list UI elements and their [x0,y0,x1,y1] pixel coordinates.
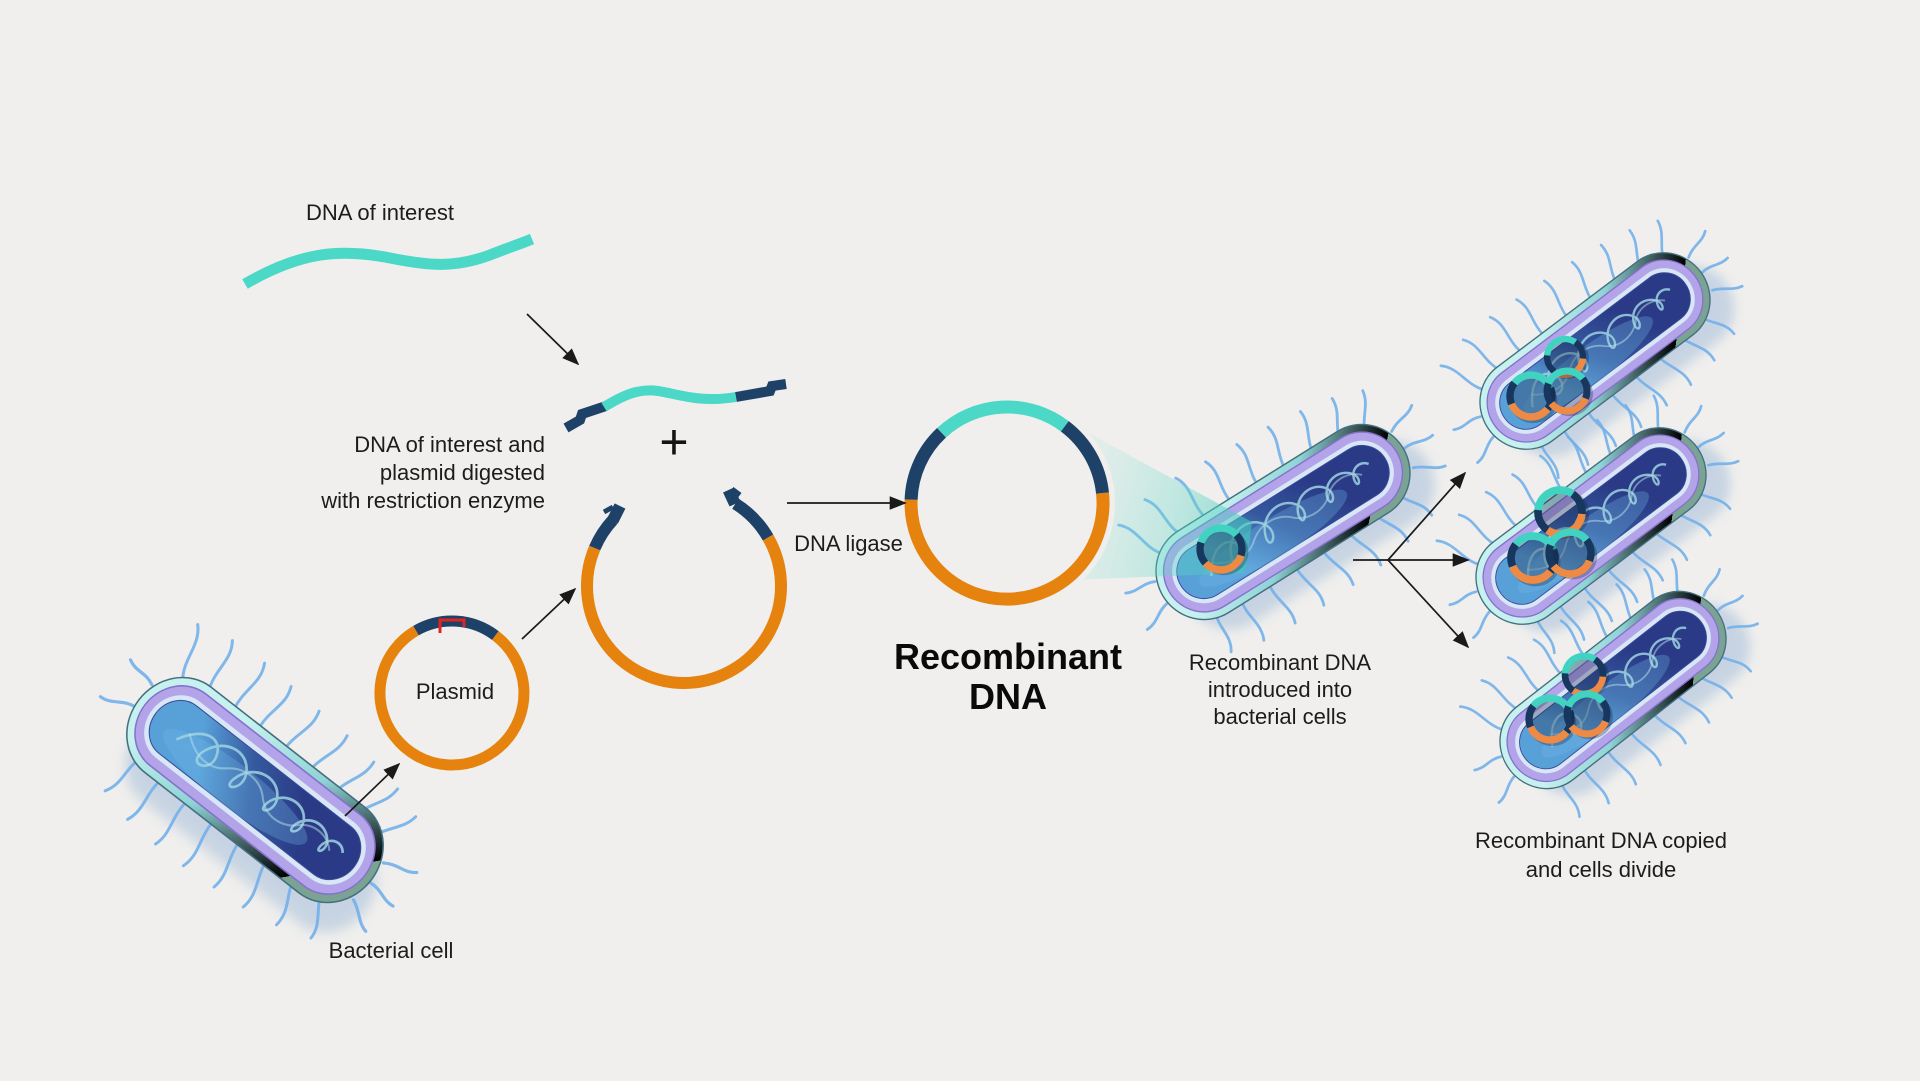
arrow-plasmid-to-cut [521,587,577,640]
dna-ligase-label: DNA ligase [794,531,903,556]
label-line: introduced into [1207,677,1353,702]
label-line: plasmid digested [379,460,545,485]
dna-of-interest-strand [242,233,535,289]
plasmid-label: Plasmid [415,679,495,704]
arrow-divide-up [1387,471,1467,561]
replication-label: Recombinant DNA copied and cells divide [1441,826,1761,884]
arrow-divide-down [1387,559,1470,649]
label-line: with restriction enzyme [321,488,545,513]
digestion-label: DNA of interest and plasmid digested wit… [295,431,545,515]
plus-sign: + [659,414,689,470]
digested-dna-fragment [563,379,787,433]
label-line: bacterial cells [1213,704,1347,729]
introduction-label: Recombinant DNA introduced into bacteria… [1152,649,1408,730]
label-line: and cells divide [1525,857,1677,882]
label-line: Recombinant [893,636,1123,677]
label-line: DNA of interest and [354,432,545,457]
bacterial-cell-label: Bacterial cell [328,938,454,963]
cut-plasmid-ring [581,487,787,689]
label-line: Recombinant DNA [1188,650,1372,675]
flow-arrows [344,313,1470,817]
recombinant-dna-ring [904,400,1110,606]
arrow-digest [526,313,580,366]
label-line: Recombinant DNA copied [1475,828,1727,853]
dna-of-interest-label: DNA of interest [306,200,454,225]
plasmid-ring [374,615,530,771]
arrow-cell-to-plasmid [344,762,401,817]
bacterial-cell-illustration [50,596,462,983]
recombinant-dna-title: Recombinant DNA [880,637,1136,717]
restriction-site-mark [438,618,466,633]
label-line: DNA [969,676,1047,717]
